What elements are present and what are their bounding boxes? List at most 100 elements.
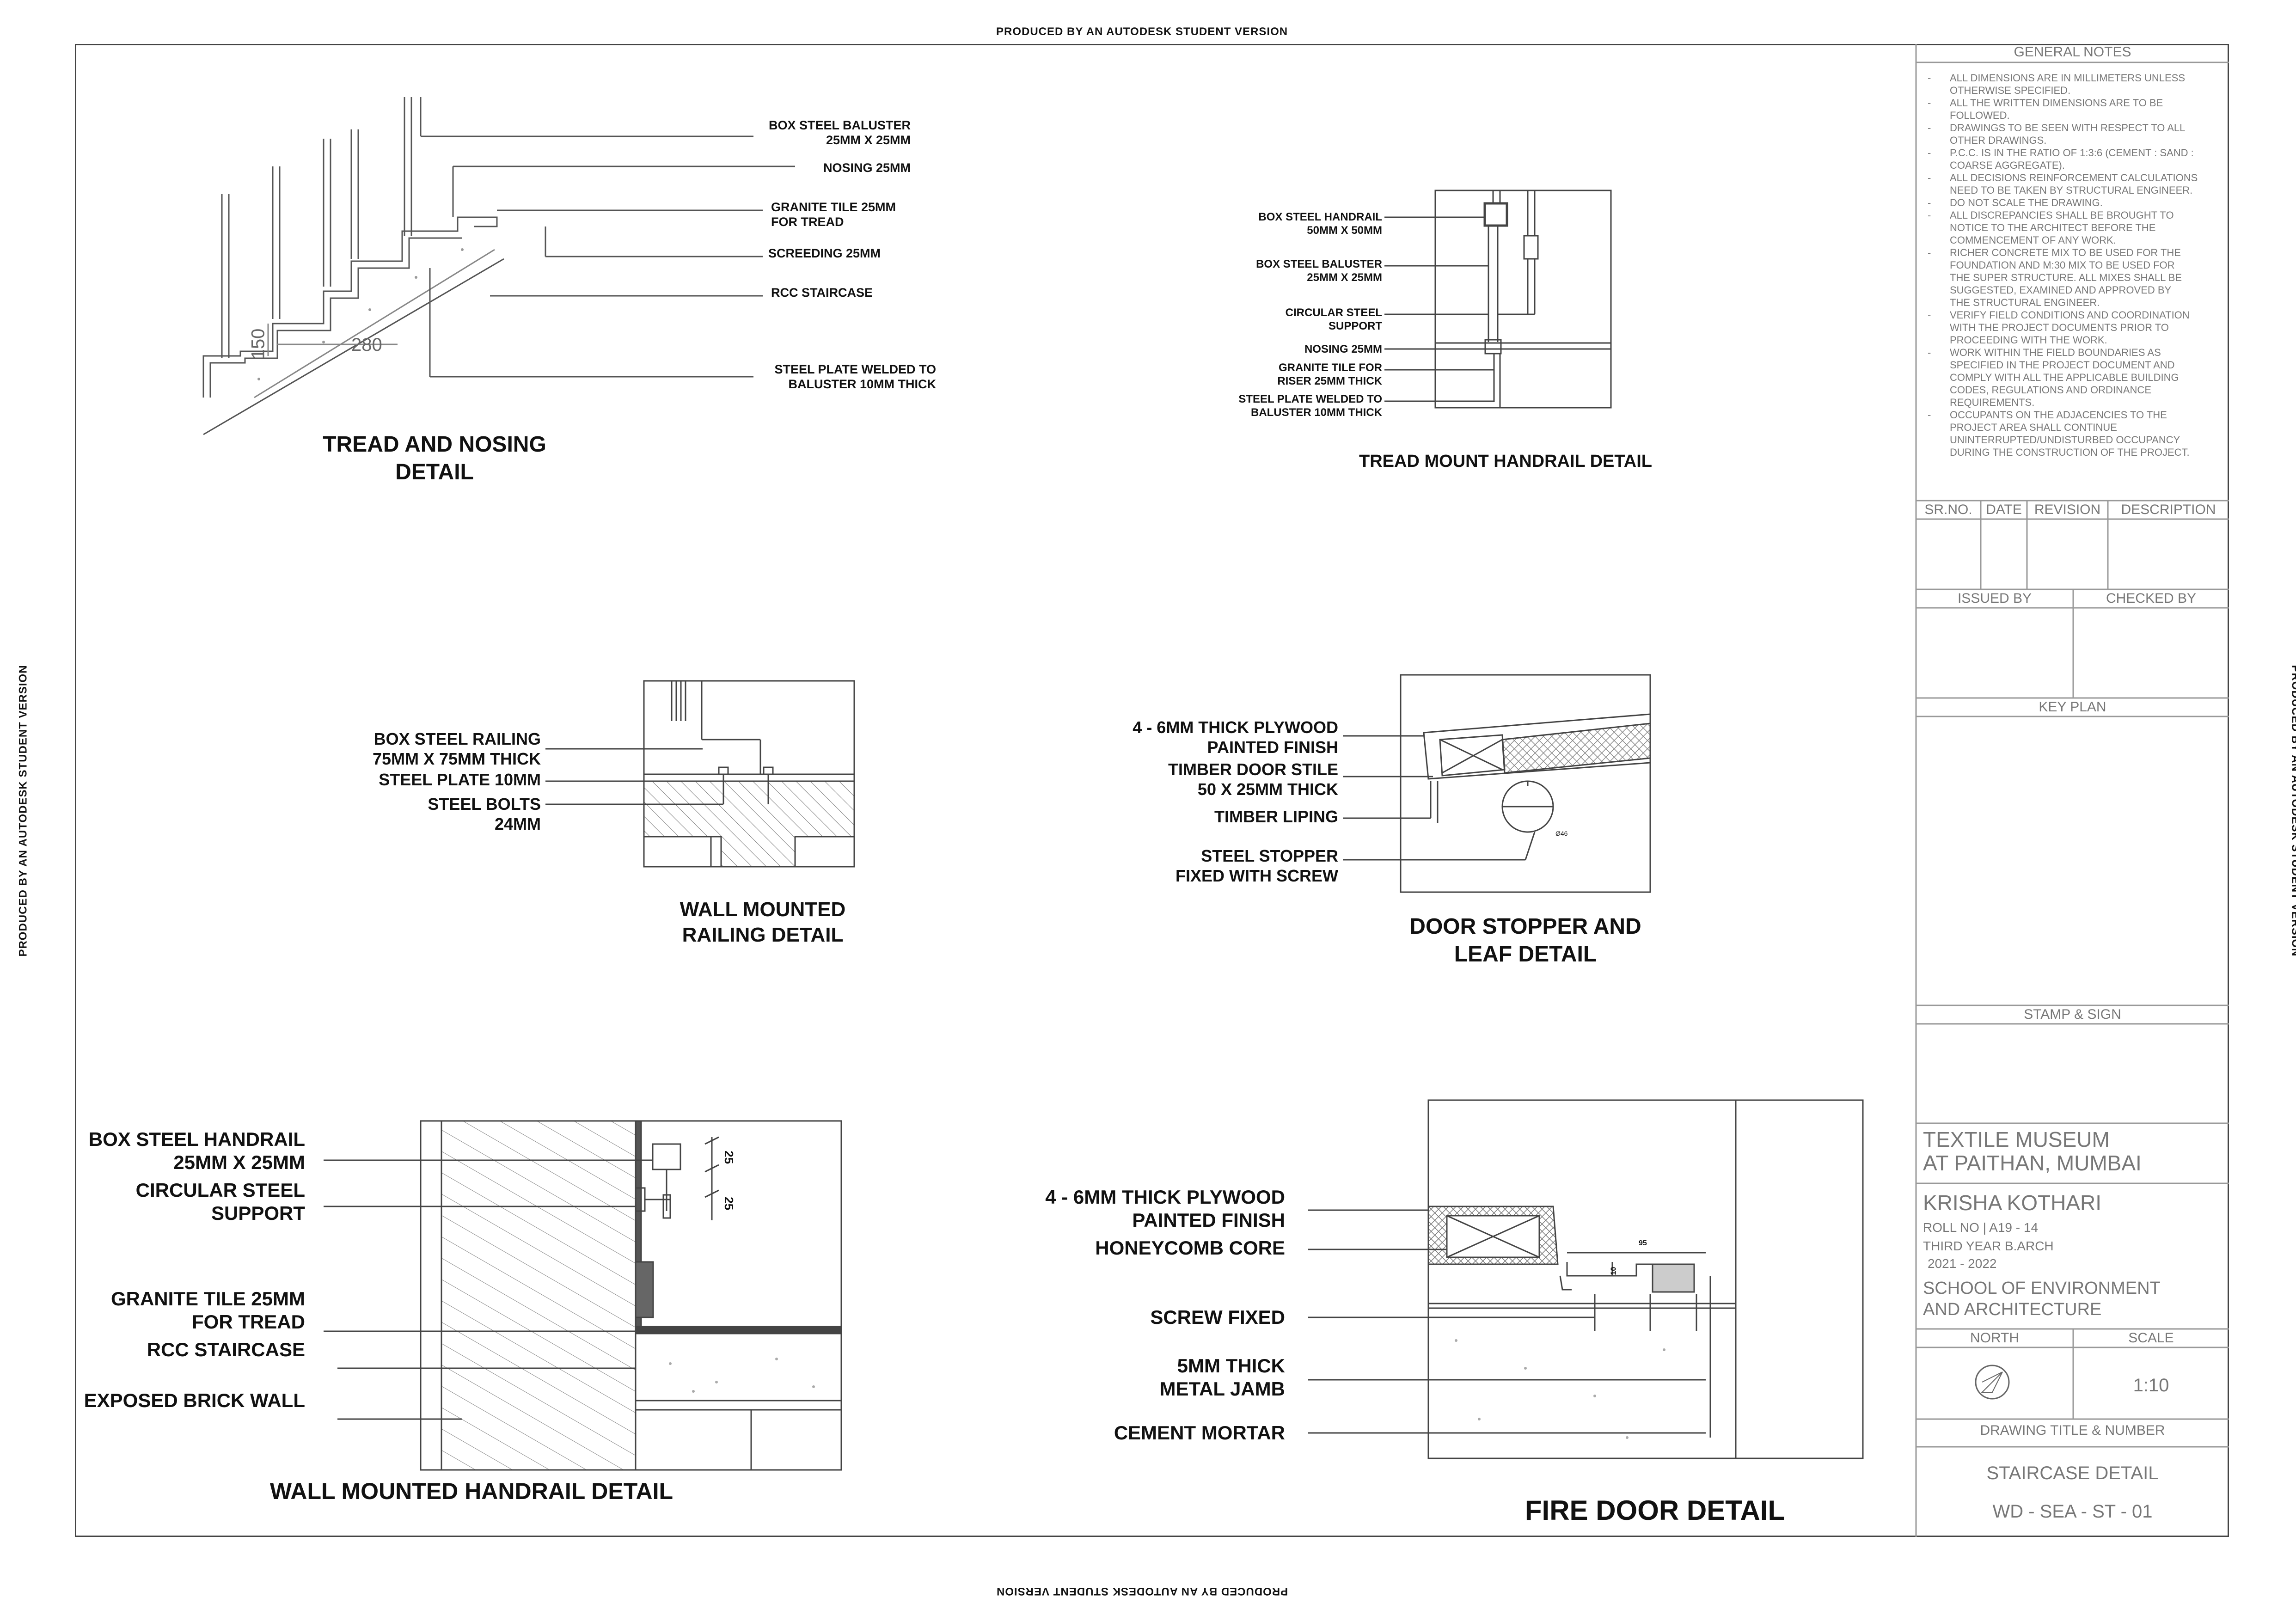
general-note-line: OTHER DRAWINGS.: [1950, 135, 2047, 146]
general-note-line: WITH THE PROJECT DOCUMENTS PRIOR TO: [1950, 322, 2169, 333]
dim-dia: Ø46: [1555, 830, 1568, 837]
general-note-line: COMMENCEMENT OF ANY WORK.: [1950, 234, 2116, 246]
label-tm-nosing: NOSING 25MM: [1304, 343, 1382, 355]
checked-by: CHECKED BY: [2106, 591, 2197, 606]
label-fd-mortar: CEMENT MORTAR: [1114, 1422, 1285, 1444]
general-note-line: NEED TO BE TAKEN BY STRUCTURAL ENGINEER.: [1950, 184, 2193, 196]
year: THIRD YEAR B.ARCH: [1923, 1239, 2054, 1253]
drawing-title-heading: DRAWING TITLE & NUMBER: [1980, 1423, 2165, 1438]
general-note-line: FOUNDATION AND M:30 MIX TO BE USED FOR: [1950, 259, 2175, 271]
label-fd-screw: SCREW FIXED: [1150, 1306, 1285, 1328]
general-notes-list: ALL DIMENSIONS ARE IN MILLIMETERS UNLESS…: [1928, 72, 2223, 459]
label-fd-honeycomb: HONEYCOMB CORE: [1095, 1237, 1285, 1259]
roll-no: ROLL NO | A19 - 14: [1923, 1220, 2039, 1235]
general-note-line: NOTICE TO THE ARCHITECT BEFORE THE: [1950, 222, 2156, 233]
drawing-number: WD - SEA - ST - 01: [1992, 1501, 2153, 1522]
scale-label: SCALE: [2128, 1330, 2174, 1346]
general-note-line: OTHERWISE SPECIFIED.: [1950, 85, 2071, 96]
scale-value: 1:10: [2133, 1375, 2169, 1396]
general-note-line: ALL DISCREPANCIES SHALL BE BROUGHT TO-: [1928, 209, 2174, 221]
general-note-line: P.C.C. IS IN THE RATIO OF 1:3:6 (CEMENT …: [1928, 147, 2194, 159]
rev-revision: REVISION: [2034, 502, 2101, 517]
title-fire-door: FIRE DOOR DETAIL: [1525, 1495, 1785, 1526]
general-note-line: ALL DECISIONS REINFORCEMENT CALCULATIONS…: [1928, 172, 2198, 184]
general-note-line: COARSE AGGREGATE).: [1950, 159, 2065, 171]
general-note-line: DURING THE CONSTRUCTION OF THE PROJECT.: [1950, 447, 2190, 458]
stamp-sign: STAMP & SIGN: [2024, 1007, 2121, 1022]
drawing-title: STAIRCASE DETAIL: [1986, 1463, 2159, 1483]
north-label: NORTH: [1970, 1330, 2020, 1346]
label-wh-brick: EXPOSED BRICK WALL: [84, 1389, 305, 1411]
title-tread-mount: TREAD MOUNT HANDRAIL DETAIL: [1359, 452, 1652, 471]
dim-fd-95: 95: [1639, 1239, 1647, 1247]
general-note-line: THE STRUCTURAL ENGINEER.: [1950, 297, 2100, 308]
issued-by: ISSUED BY: [1957, 591, 2032, 606]
watermark-top: PRODUCED BY AN AUTODESK STUDENT VERSION: [996, 25, 1288, 38]
general-note-line: WORK WITHIN THE FIELD BOUNDARIES AS-: [1928, 347, 2161, 358]
general-note-line: ALL DIMENSIONS ARE IN MILLIMETERS UNLESS…: [1928, 72, 2185, 84]
general-note-line: PROJECT AREA SHALL CONTINUE: [1950, 422, 2117, 433]
label-nosing: NOSING 25MM: [823, 161, 911, 175]
label-ds-liping: TIMBER LIPING: [1214, 807, 1338, 826]
label-screeding: SCREEDING 25MM: [768, 246, 881, 260]
general-note-line: OCCUPANTS ON THE ADJACENCIES TO THE-: [1928, 409, 2167, 421]
general-note-line: UNINTERRUPTED/UNDISTURBED OCCUPANCY: [1950, 434, 2180, 446]
title-wall-handrail: WALL MOUNTED HANDRAIL DETAIL: [269, 1478, 673, 1504]
general-notes-heading: GENERAL NOTES: [2014, 44, 2131, 60]
key-plan: KEY PLAN: [2039, 699, 2106, 715]
general-note-line: COMPLY WITH ALL THE APPLICABLE BUILDING: [1950, 372, 2179, 383]
general-note-line: FOLLOWED.: [1950, 110, 2010, 121]
label-rcc-staircase: RCC STAIRCASE: [771, 286, 873, 300]
student-name: KRISHA KOTHARI: [1923, 1191, 2101, 1215]
general-note-line: DO NOT SCALE THE DRAWING.-: [1928, 197, 2103, 208]
general-note-line: REQUIREMENTS.: [1950, 397, 2035, 408]
sheet-border: [75, 44, 2229, 1537]
general-note-line: ALL THE WRITTEN DIMENSIONS ARE TO BE-: [1928, 97, 2163, 109]
rev-sr-no: SR.NO.: [1924, 502, 1972, 517]
rev-description: DESCRIPTION: [2121, 502, 2216, 517]
general-note-line: DRAWINGS TO BE SEEN WITH RESPECT TO ALL-: [1928, 122, 2186, 134]
general-note-line: SUGGESTED, EXAMINED AND APPROVED BY: [1950, 284, 2172, 296]
label-wh-rcc: RCC STAIRCASE: [147, 1339, 305, 1360]
general-note-line: THE SUPER STRUCTURE. ALL MIXES SHALL BE: [1950, 272, 2182, 283]
north-arrow-icon: [1975, 1365, 2010, 1400]
general-note-line: SPECIFIED IN THE PROJECT DOCUMENT AND: [1950, 359, 2175, 371]
general-note-line: PROCEEDING WITH THE WORK.: [1950, 334, 2107, 346]
dim-tread: 280: [351, 335, 382, 355]
session: 2021 - 2022: [1928, 1256, 1997, 1271]
label-wr-plate: STEEL PLATE 10MM: [379, 770, 541, 789]
rev-date: DATE: [1986, 502, 2022, 517]
general-note-line: CODES, REGULATIONS AND ORDINANCE: [1950, 384, 2151, 396]
general-note-line: RICHER CONCRETE MIX TO BE USED FOR THE-: [1928, 247, 2181, 258]
